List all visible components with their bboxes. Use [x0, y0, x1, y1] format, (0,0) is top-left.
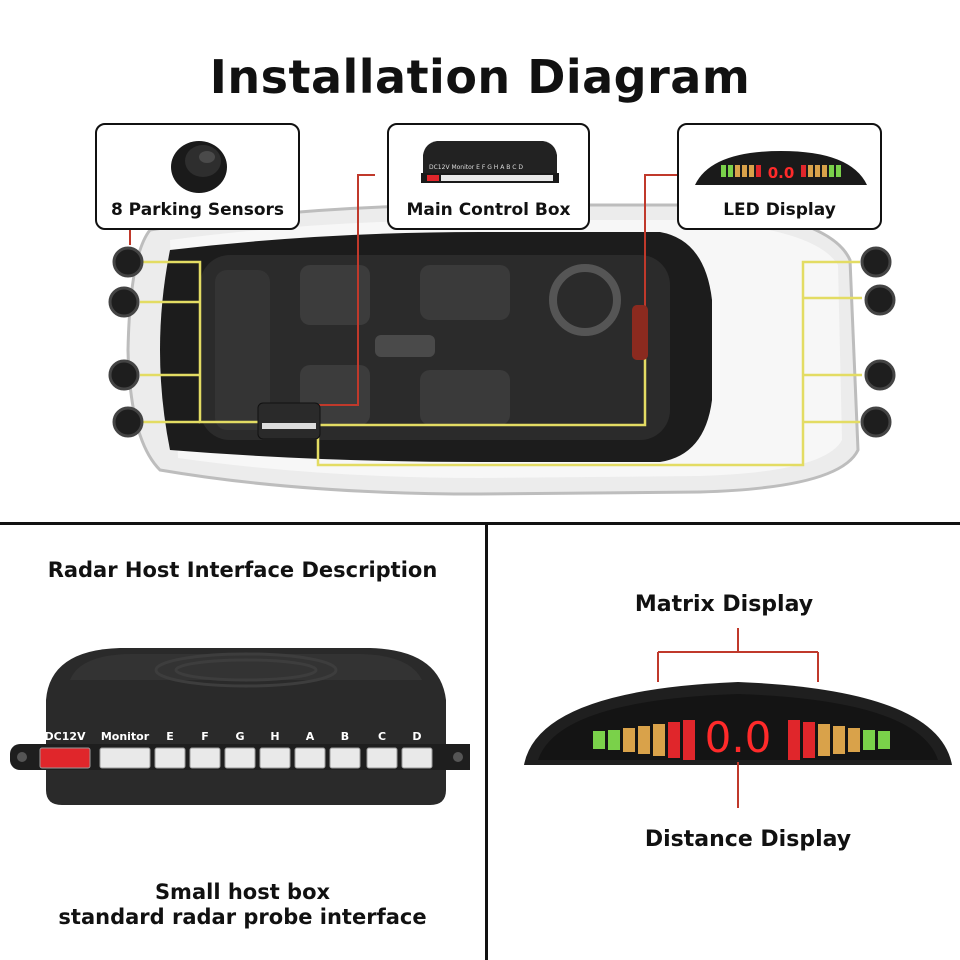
port-label: A: [306, 730, 315, 743]
parking-sensor: [862, 248, 890, 276]
connector-port: [367, 748, 397, 768]
matrix-display-label: Matrix Display: [488, 592, 960, 617]
led-display-icon: 0.0: [691, 145, 871, 193]
parking-sensor: [110, 288, 138, 316]
led-segment: [788, 720, 800, 760]
car-led-display: [632, 305, 648, 360]
port-label: Monitor: [101, 730, 150, 743]
connector-port: [330, 748, 360, 768]
led-segment: [818, 724, 830, 756]
led-segment: [623, 728, 635, 752]
port-label: G: [235, 730, 244, 743]
connector-port: [402, 748, 432, 768]
parking-sensor: [866, 361, 894, 389]
callout-label-sensors: 8 Parking Sensors: [97, 200, 298, 220]
host-heading: Radar Host Interface Description: [0, 558, 485, 582]
host-box: DC12V Monitor E F G H A B C D: [10, 640, 470, 815]
led-segment: [803, 722, 815, 758]
port-label: F: [201, 730, 209, 743]
parking-sensor: [110, 361, 138, 389]
callout-label-led-display: LED Display: [679, 200, 880, 220]
led-segment: [653, 724, 665, 756]
host-caption-line1: Small host box: [0, 880, 485, 904]
led-segment: [638, 726, 650, 754]
connector-port: [190, 748, 220, 768]
seat: [420, 265, 510, 320]
led-readout-small: 0.0: [768, 164, 795, 182]
port-label: H: [270, 730, 279, 743]
connector-port: [295, 748, 325, 768]
parking-sensor: [114, 408, 142, 436]
callout-main-control-box: DC12V Monitor E F G H A B C D Main Contr…: [387, 123, 590, 230]
port-label: D: [412, 730, 421, 743]
led-segment: [878, 731, 890, 749]
port-label: E: [166, 730, 174, 743]
sensor-icon: [159, 131, 239, 197]
callout-led-display: 0.0 LED Display: [677, 123, 882, 230]
power-port: [40, 748, 90, 768]
callout-parking-sensors: 8 Parking Sensors: [95, 123, 300, 230]
center-console: [375, 335, 435, 357]
parking-sensor: [862, 408, 890, 436]
callout-label-control-box: Main Control Box: [389, 200, 588, 220]
host-caption-line2: standard radar probe interface: [0, 905, 485, 929]
car-diagram: [0, 0, 960, 522]
parking-sensor: [114, 248, 142, 276]
connector-port: [260, 748, 290, 768]
led-segment: [683, 720, 695, 760]
led-segment: [833, 726, 845, 754]
led-segment: [863, 730, 875, 750]
led-segment: [593, 731, 605, 749]
led-segment: [668, 722, 680, 758]
connector-port: [225, 748, 255, 768]
distance-readout: 0.0: [705, 713, 772, 762]
control-box-icon: DC12V Monitor E F G H A B C D: [417, 135, 563, 191]
horizontal-divider: [0, 522, 960, 525]
seat: [300, 265, 370, 325]
display-unit: 0.0: [488, 620, 960, 820]
parking-sensor: [866, 286, 894, 314]
car-control-box: [258, 403, 320, 439]
led-segment: [608, 730, 620, 750]
svg-text:DC12V Monitor E F G H A: DC12V Monitor E F G H A B C D: [429, 164, 523, 171]
connector-port: [100, 748, 150, 768]
port-label: C: [378, 730, 386, 743]
port-label: B: [341, 730, 349, 743]
port-label: DC12V: [44, 730, 86, 743]
led-segment: [848, 728, 860, 752]
connector-port: [155, 748, 185, 768]
seat: [420, 370, 510, 425]
distance-display-label: Distance Display: [488, 827, 960, 852]
